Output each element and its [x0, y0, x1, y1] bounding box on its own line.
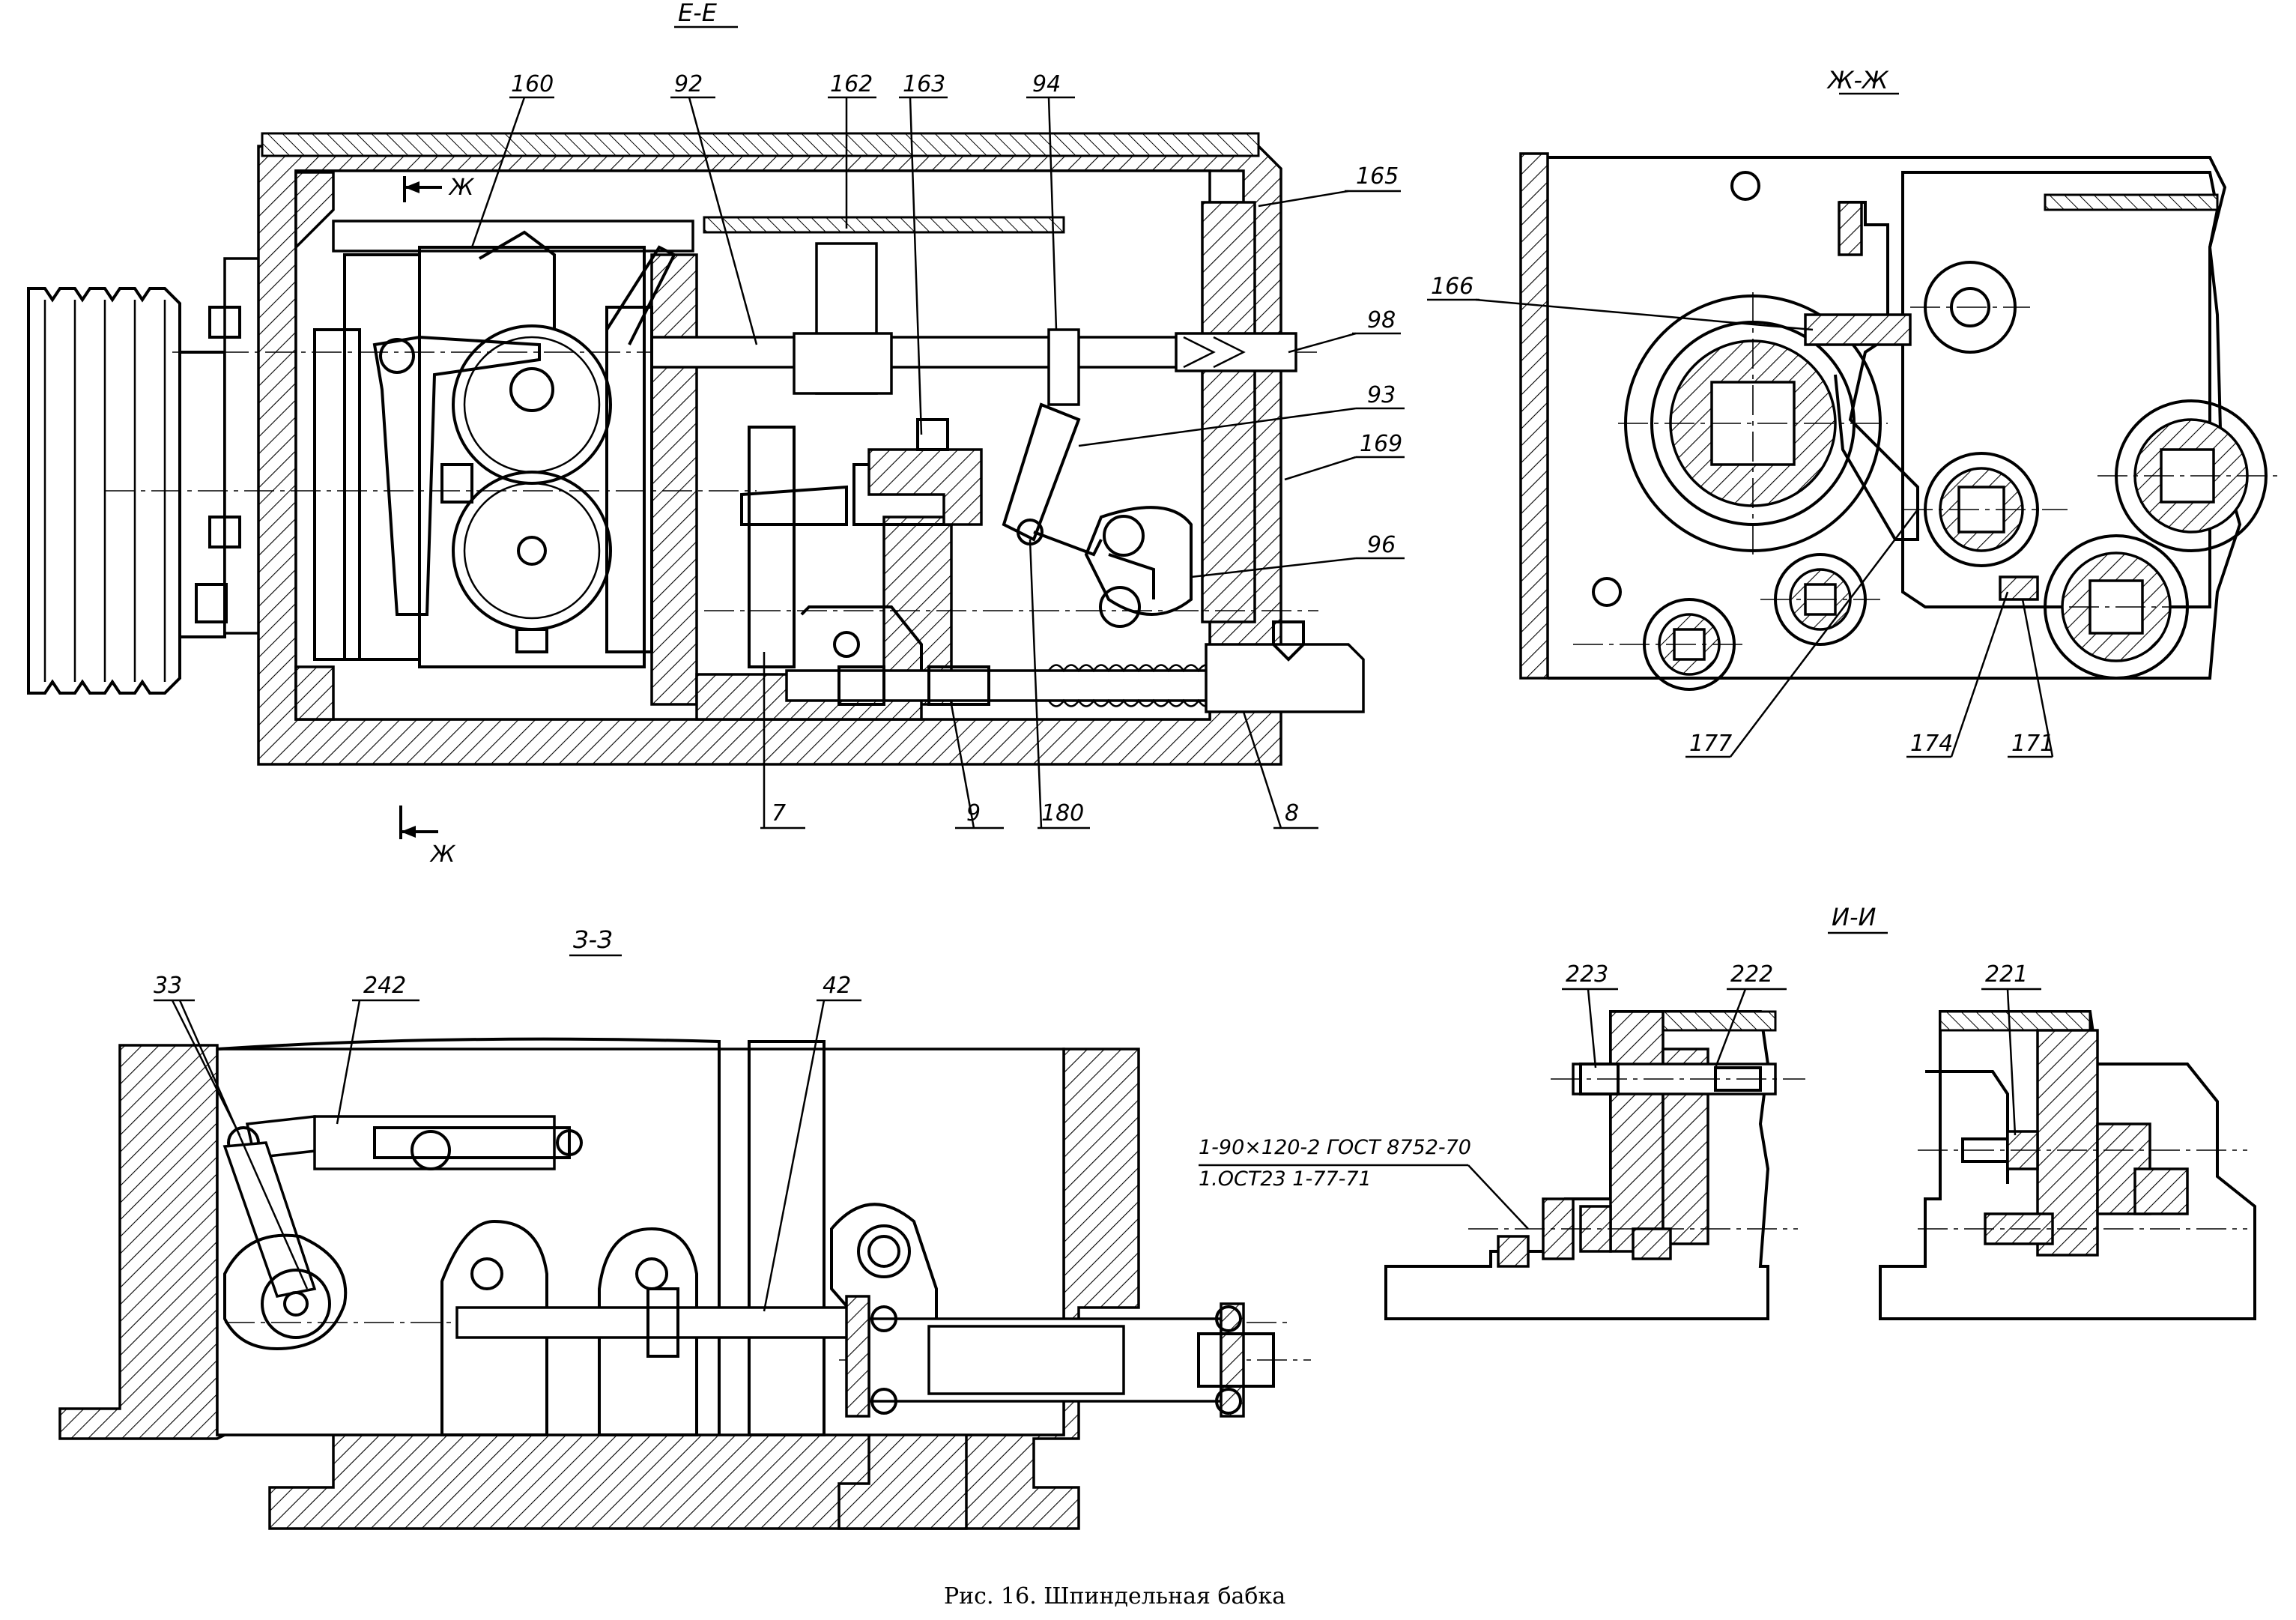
part-label-222: 222 — [1730, 961, 1773, 988]
part-label-92: 92 — [674, 71, 703, 97]
part-label-177: 177 — [1689, 731, 1732, 757]
section-marker-bottom: Ж — [399, 806, 456, 868]
part-label-96: 96 — [1367, 532, 1396, 558]
section-ee-view: Ж Ж — [27, 96, 1405, 868]
section-ii-view — [1199, 988, 2256, 1320]
part-label-221: 221 — [1985, 961, 2028, 988]
standard-note-line1: 1-90×120-2 ГОСТ 8752-70 — [1199, 1136, 1471, 1159]
part-label-163: 163 — [903, 71, 945, 97]
part-label-180: 180 — [1041, 800, 1084, 826]
part-label-162: 162 — [830, 71, 873, 97]
section-marker-top: Ж — [403, 175, 475, 202]
part-label-169: 169 — [1360, 431, 1402, 457]
section-title-ii: И-И — [1832, 903, 1876, 931]
section-title-zz: З-З — [573, 925, 613, 954]
part-label-7: 7 — [772, 800, 786, 826]
section-mark-bottom: Ж — [429, 841, 456, 868]
part-label-165: 165 — [1356, 163, 1399, 190]
section-title-ee: Е-Е — [678, 0, 718, 27]
part-label-42: 42 — [823, 973, 851, 999]
part-label-33: 33 — [154, 973, 182, 999]
pulley — [27, 257, 264, 695]
part-label-160: 160 — [511, 71, 554, 97]
part-label-174: 174 — [1910, 731, 1953, 757]
cover-gasket — [261, 132, 1260, 157]
spring-shaft-9 — [785, 620, 1365, 713]
part-label-242: 242 — [363, 973, 406, 999]
part-label-8: 8 — [1285, 800, 1299, 826]
lever-assembly — [740, 242, 1193, 674]
part-label-166: 166 — [1431, 273, 1473, 300]
part-label-93: 93 — [1367, 382, 1396, 408]
section-zz-view — [58, 999, 1311, 1530]
section-title-zhzh: Ж-Ж — [1826, 66, 1889, 94]
part-label-94: 94 — [1032, 71, 1061, 97]
gear-train — [313, 230, 676, 668]
standard-note-line2: 1.ОСТ23 1-77-71 — [1199, 1167, 1372, 1191]
part-label-9: 9 — [966, 800, 981, 826]
section-mark-top: Ж — [448, 175, 475, 201]
part-label-171: 171 — [2011, 731, 2054, 757]
section-zhzh-view — [1427, 92, 2277, 758]
ee-leaders — [470, 96, 1405, 829]
figure-caption: Рис. 16. Шпиндельная бабка — [944, 1583, 1285, 1610]
part-label-98: 98 — [1367, 307, 1396, 333]
part-label-223: 223 — [1566, 961, 1608, 988]
